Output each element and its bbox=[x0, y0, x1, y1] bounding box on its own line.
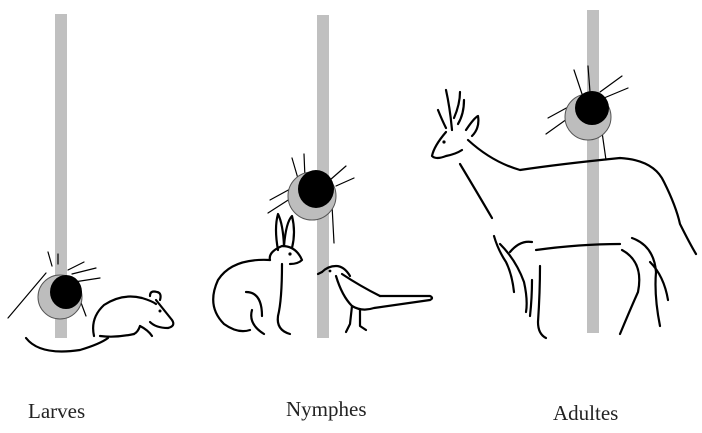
hare-icon bbox=[212, 212, 304, 336]
tick-adult-icon bbox=[545, 65, 629, 161]
nymph-stage-group bbox=[212, 15, 434, 338]
stage-label-nymphes: Nymphes bbox=[286, 397, 367, 421]
magpie-icon bbox=[316, 264, 434, 334]
tick-larva-icon bbox=[7, 251, 101, 320]
mouse-icon bbox=[24, 290, 175, 353]
adult-stage-group bbox=[430, 10, 698, 340]
larva-stage-group bbox=[7, 14, 175, 353]
stage-label-larves: Larves bbox=[28, 399, 86, 423]
tick-nymph-icon bbox=[267, 153, 355, 244]
deer-icon bbox=[430, 88, 698, 340]
grass-stalk-adult bbox=[587, 10, 599, 333]
stage-label-adultes: Adultes bbox=[553, 401, 619, 425]
